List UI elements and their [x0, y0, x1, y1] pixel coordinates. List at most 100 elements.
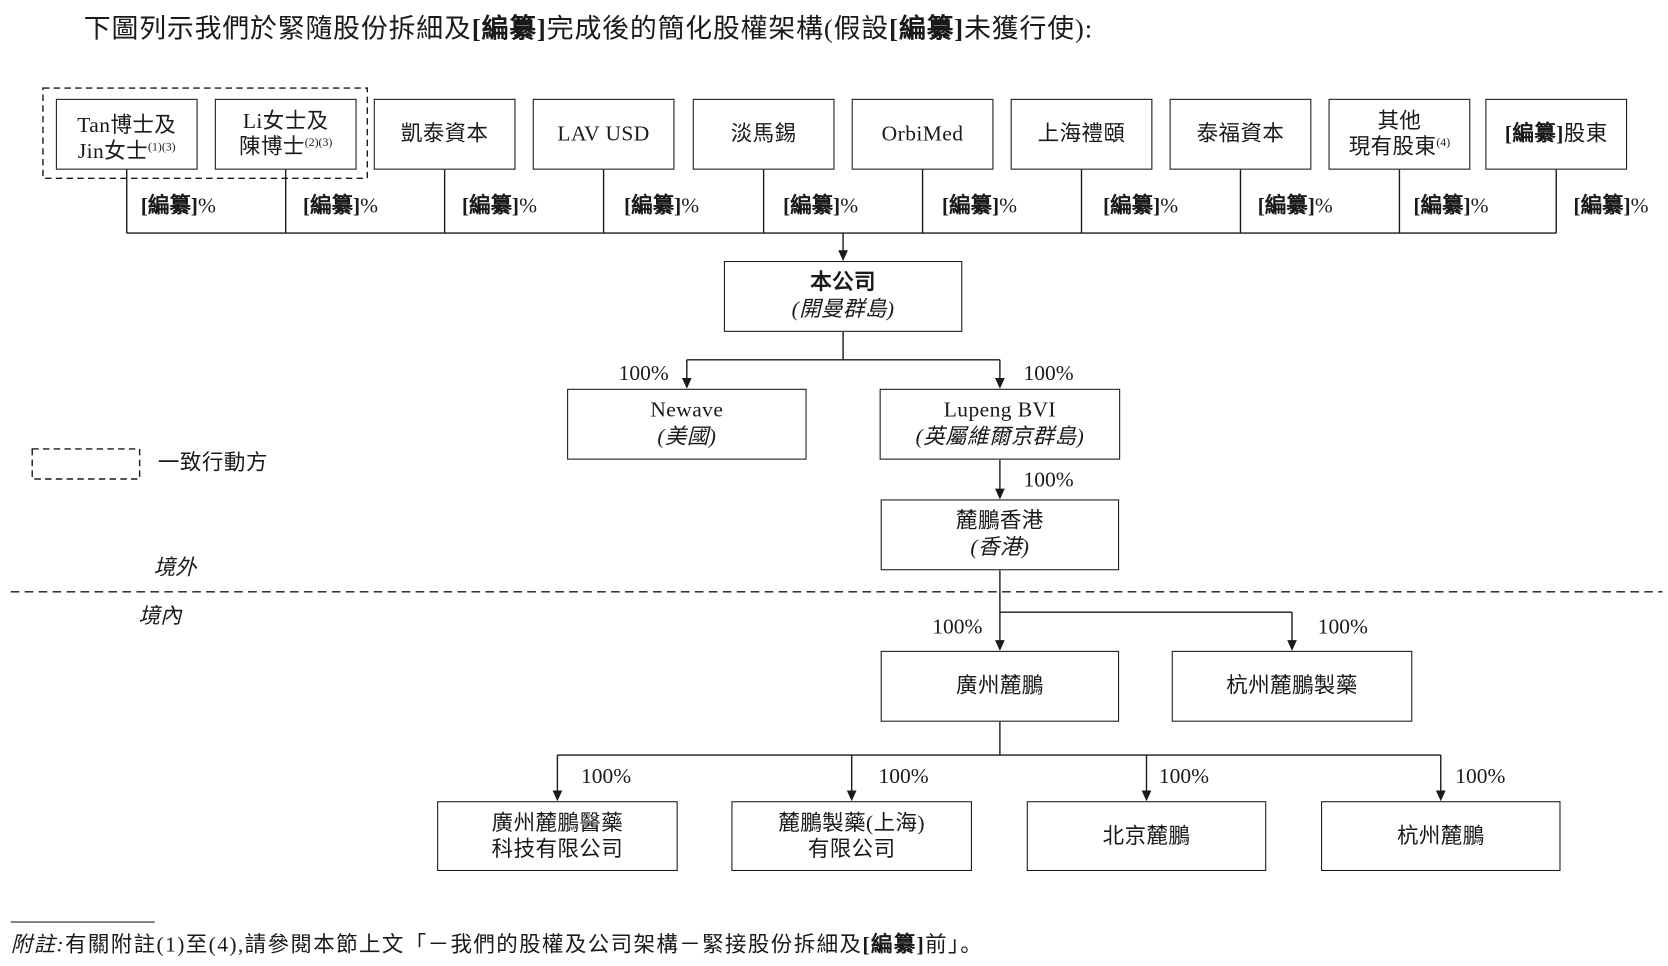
- entity-box-beijing-lupeng: 北京麓鵬: [1026, 801, 1267, 872]
- entity-name-line: 廣州麓鵬醫藥: [491, 811, 624, 836]
- page-title: 下圖列示我們於緊隨股份拆細及[編纂]完成後的簡化股權架構(假設[編纂]未獲行使)…: [83, 15, 1094, 45]
- entity-box-lupeng-bvi: Lupeng BVI (英屬維爾京群島): [879, 388, 1121, 460]
- stake-label: [編纂]%: [1102, 194, 1179, 219]
- entity-name: Newave: [650, 398, 724, 423]
- shareholder-name-line: 其他: [1377, 109, 1422, 134]
- shareholder-name-text: Jin女士: [77, 139, 149, 164]
- arrowhead: [1141, 790, 1152, 802]
- entity-jurisdiction: (香港): [970, 535, 1030, 560]
- entity-name: 杭州麓鵬製藥: [1226, 673, 1358, 698]
- footnote-label: 附註:: [10, 933, 66, 957]
- company-box: 本公司 (開曼群島): [723, 260, 963, 332]
- arrowhead: [846, 790, 857, 802]
- entity-name-line: 麓鵬製藥(上海): [778, 811, 925, 836]
- shareholder-name-line: [編纂]股東: [1504, 122, 1608, 147]
- redacted-mark: [編纂]: [302, 194, 361, 219]
- entity-name: 北京麓鵬: [1102, 824, 1191, 848]
- stake-label: 100%: [878, 764, 929, 789]
- stake-label: 100%: [1317, 615, 1368, 640]
- arrowhead: [1435, 790, 1446, 802]
- company-name: 本公司: [810, 270, 876, 295]
- shareholder-box-tan-jin: Tan博士及 Jin女士(1)(3): [55, 98, 198, 170]
- stake-label: 100%: [618, 361, 669, 386]
- legend-dashed-swatch: [31, 448, 141, 480]
- note-reference: (4): [1436, 136, 1451, 150]
- arrowhead: [838, 250, 848, 261]
- shareholder-box-taifu: 泰福資本: [1169, 98, 1312, 170]
- entity-name-line: 科技有限公司: [491, 837, 624, 861]
- redacted-mark: [編纂]: [1257, 194, 1315, 219]
- stake-label: [編纂]%: [461, 194, 537, 219]
- shareholder-name-line: 凱泰資本: [400, 122, 489, 147]
- stake-label: 100%: [581, 764, 632, 789]
- company-jurisdiction: (開曼群島): [791, 297, 895, 322]
- region-label-onshore: 境內: [138, 604, 182, 629]
- arrowhead: [681, 378, 692, 389]
- redacted-mark: [編纂]: [1102, 194, 1161, 219]
- redacted-mark: [編纂]: [471, 15, 547, 45]
- shareholder-name-line: LAV USD: [557, 122, 650, 147]
- arrowheads: [552, 250, 1446, 802]
- redacted-mark: [編纂]: [889, 15, 965, 45]
- shareholder-box-other-existing: 其他 現有股東(4): [1328, 98, 1471, 170]
- entity-box-guangzhou-lupeng: 廣州麓鵬: [880, 650, 1120, 722]
- redacted-mark: [編纂]: [941, 194, 1000, 219]
- shareholder-name-line: 淡馬錫: [730, 122, 797, 147]
- shareholder-name-line: Li女士及: [242, 109, 329, 134]
- shareholder-name-line: 現有股東(4): [1349, 134, 1450, 160]
- footnote-rule: [10, 921, 155, 923]
- shareholder-name-line: OrbiMed: [881, 122, 964, 147]
- stake-label: 100%: [1455, 764, 1506, 789]
- stake-label: [編纂]%: [1257, 194, 1333, 219]
- arrowhead: [995, 378, 1005, 389]
- shareholder-box-orbimed: OrbiMed: [851, 98, 994, 170]
- entity-box-lupeng-pharma-shanghai: 麓鵬製藥(上海) 有限公司: [731, 801, 972, 872]
- stake-label: [編纂]%: [302, 194, 379, 219]
- redacted-mark: [編纂]: [1504, 122, 1564, 147]
- arrowhead: [552, 790, 563, 802]
- stake-label: [編纂]%: [941, 194, 1018, 219]
- stake-label: [編纂]%: [782, 194, 859, 219]
- entity-name-line: 有限公司: [807, 837, 896, 861]
- shareholder-box-kaitai: 凱泰資本: [373, 98, 516, 170]
- entity-name: 杭州麓鵬: [1396, 824, 1485, 848]
- footnote-text: 有關附註(1)至(4),請參閱本節上文「－我們的股權及公司架構－緊接股份拆細及[…: [65, 933, 984, 957]
- note-reference: (2)(3): [304, 136, 333, 150]
- redacted-mark: [編纂]: [1413, 194, 1471, 219]
- entity-box-guangzhou-lupeng-medtech: 廣州麓鵬醫藥 科技有限公司: [437, 801, 678, 872]
- stake-label: [編纂]%: [140, 194, 216, 219]
- stake-label: 100%: [1023, 468, 1074, 492]
- shareholder-name-line: 上海禮頤: [1037, 122, 1126, 147]
- entity-name: 廣州麓鵬: [956, 673, 1044, 698]
- shareholder-box-li-chen: Li女士及 陳博士(2)(3): [214, 98, 357, 170]
- stake-label: 100%: [932, 615, 983, 640]
- redacted-mark: [編纂]: [782, 194, 841, 219]
- entity-jurisdiction: (美國): [657, 425, 717, 449]
- redacted-mark: [編纂]: [862, 933, 926, 957]
- concert-party-group-outline: [42, 87, 369, 179]
- entity-name: Lupeng BVI: [943, 398, 1057, 423]
- redacted-mark: [編纂]: [140, 194, 198, 219]
- entity-box-hangzhou-lupeng: 杭州麓鵬: [1321, 801, 1561, 872]
- arrowhead: [995, 640, 1005, 651]
- redacted-mark: [編纂]: [1573, 194, 1631, 219]
- stake-label: 100%: [1023, 361, 1074, 386]
- note-reference: (1)(3): [148, 140, 176, 154]
- shareholder-name-line: 泰福資本: [1196, 122, 1285, 147]
- region-label-offshore: 境外: [153, 556, 197, 580]
- entity-box-newave: Newave (美國): [567, 388, 807, 460]
- legend-label-acting-in-concert: 一致行動方: [157, 451, 268, 475]
- stake-label: [編纂]%: [1573, 194, 1649, 219]
- shareholder-name-text: 現有股東: [1348, 135, 1437, 159]
- entity-jurisdiction: (英屬維爾京群島): [915, 425, 1085, 449]
- entity-name: 麓鵬香港: [956, 509, 1044, 533]
- stake-label: [編纂]%: [1413, 194, 1489, 219]
- shareholder-name-line: Tan博士及: [77, 113, 177, 138]
- stake-label: [編纂]%: [623, 194, 700, 219]
- shareholder-box-redacted: [編纂]股東: [1485, 98, 1628, 170]
- entity-box-hangzhou-lupeng-pharma: 杭州麓鵬製藥: [1171, 650, 1413, 722]
- shareholder-box-temasek: 淡馬錫: [692, 98, 835, 170]
- shareholder-box-lav-usd: LAV USD: [532, 98, 675, 170]
- shareholder-box-shanghai-liyi: 上海禮頤: [1010, 98, 1153, 170]
